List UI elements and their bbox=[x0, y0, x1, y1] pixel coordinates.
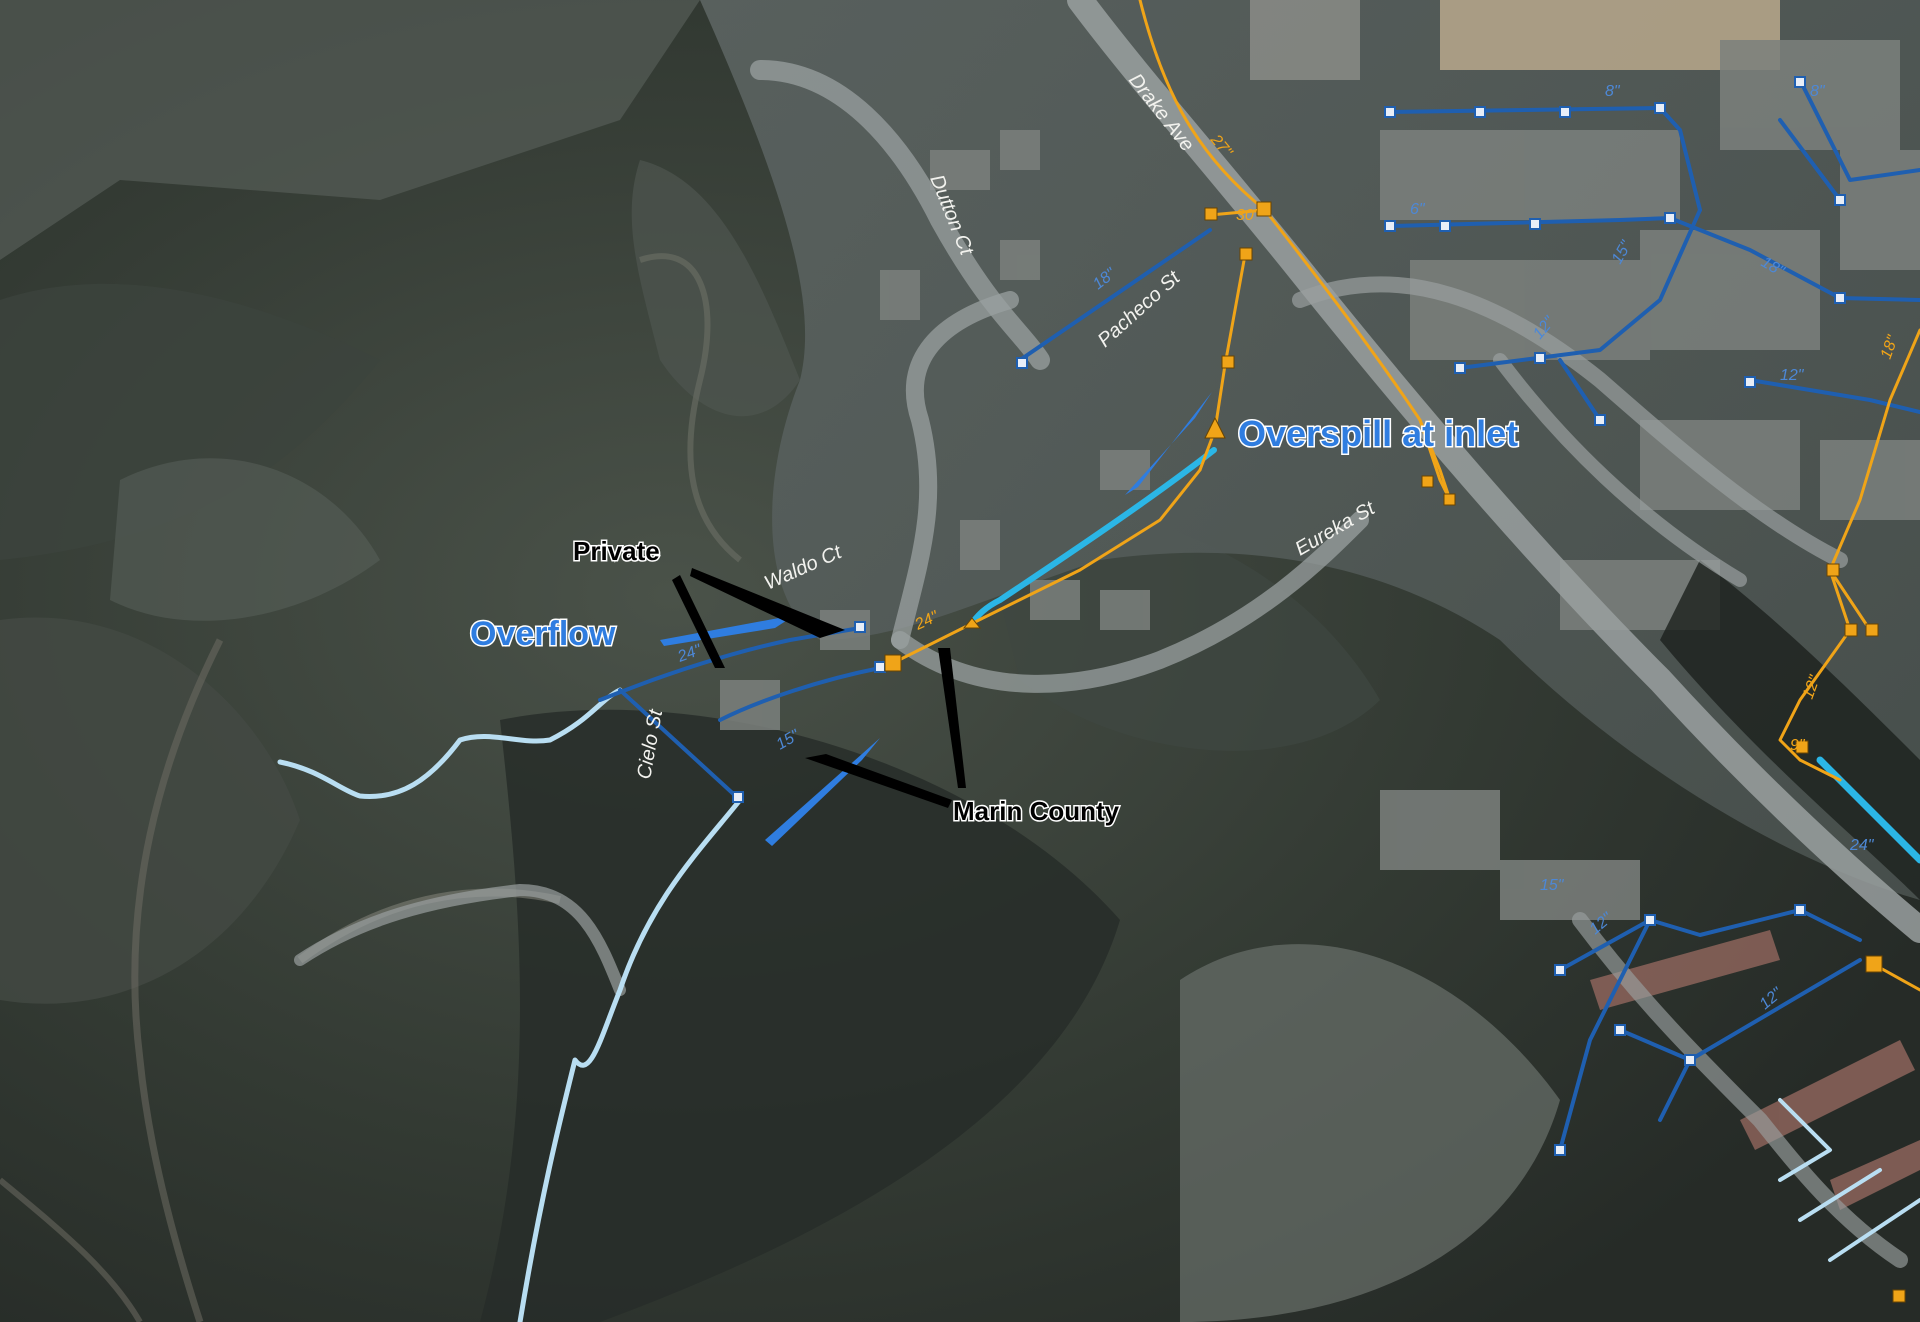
pipe-label-blue-1: 8" bbox=[1605, 83, 1621, 100]
marin-arrow-up bbox=[938, 648, 966, 788]
overflow-arrow-upper bbox=[660, 615, 795, 646]
pipe-label-orange-9: 9" bbox=[1790, 737, 1806, 754]
callout-labels: Overspill at inlet Overflow Private Mari… bbox=[469, 412, 1520, 828]
callout-arrows bbox=[660, 392, 1212, 846]
pipe-label-blue-2: 6" bbox=[1410, 201, 1426, 218]
pipe-label-blue-8: 12" bbox=[1780, 367, 1805, 384]
pipe-label-blue-5: 8" bbox=[1810, 83, 1826, 100]
overspill-inlet-marker bbox=[1204, 416, 1226, 439]
callout-overflow: Overflow bbox=[470, 615, 616, 653]
callout-overspill: Overspill at inlet bbox=[1238, 413, 1518, 454]
private-arrow-down bbox=[672, 575, 725, 668]
callout-private: Private bbox=[573, 536, 660, 566]
marin-arrow-left bbox=[805, 754, 952, 808]
pipe-label-blue-12: 15" bbox=[1540, 877, 1565, 894]
sewer-manholes bbox=[884, 201, 1906, 1303]
road-network bbox=[294, 0, 1920, 1268]
culvert-inlet-marker bbox=[962, 617, 982, 629]
pipe-label-blue-14: 24" bbox=[1849, 837, 1875, 854]
pipe-label-orange-30: 30" bbox=[1236, 207, 1261, 224]
creek-channel bbox=[277, 447, 1920, 1322]
callout-marin-county: Marin County bbox=[953, 796, 1120, 826]
private-arrow-right bbox=[690, 568, 845, 638]
